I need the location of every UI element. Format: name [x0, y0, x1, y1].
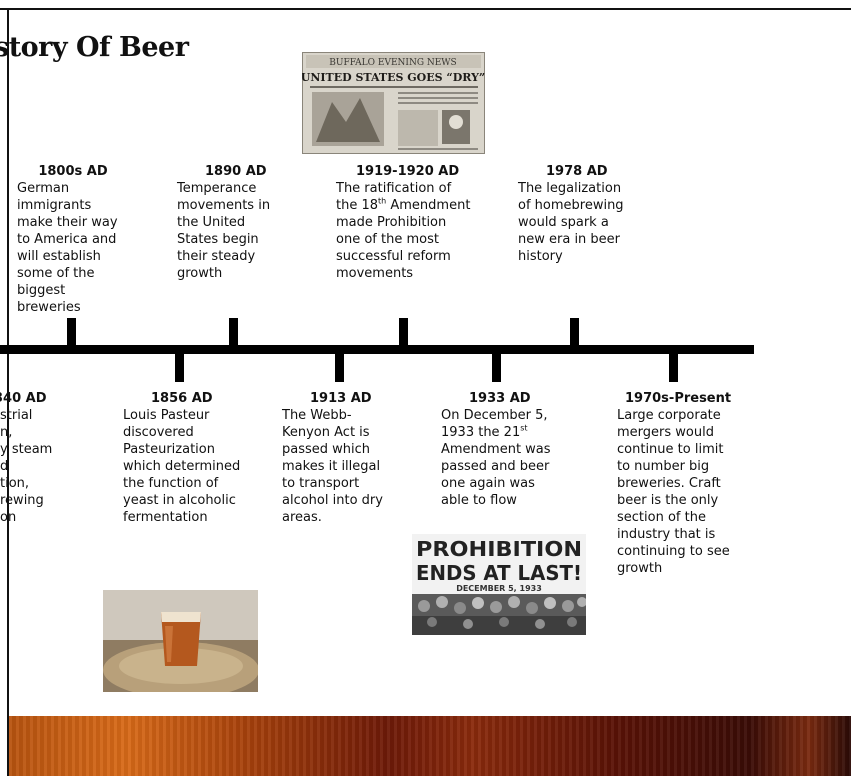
timeline-event-1978: 1978 AD The legalization of homebrewing …: [518, 163, 636, 265]
event-description-line: on: [0, 510, 17, 525]
event-description: On December 5, 1933 the 21st Amendment w…: [441, 407, 559, 509]
newspaper-headline: UNITED STATES GOES “DRY”: [302, 71, 485, 84]
event-description: The ratification of the 18th Amendment m…: [336, 180, 474, 282]
timeline-event-1970s-present: 1970s-Present Large corporate mergers wo…: [617, 390, 733, 577]
event-date: 1970s-Present: [625, 391, 732, 406]
timeline-tick: [175, 350, 184, 382]
event-date: 1978 AD: [546, 164, 608, 179]
timeline-tick: [570, 318, 579, 350]
event-date: 1890 AD: [205, 164, 267, 179]
timeline-tick: [335, 350, 344, 382]
headline-date: DECEMBER 5, 1933: [456, 584, 542, 593]
event-description-line: rewing: [0, 493, 44, 508]
event-text-part: The ratification of the 18: [336, 181, 452, 213]
event-text-part: Amendment made Prohibition one of the mo…: [336, 198, 471, 281]
event-text-part: Amendment was passed and beer one again …: [441, 442, 551, 508]
event-description: Temperance movements in the United State…: [177, 181, 271, 281]
beer-glass-image: [103, 590, 258, 692]
slide-border-top: [0, 8, 851, 10]
event-description-line: strial: [0, 408, 33, 423]
timeline-event-1919-1920: 1919-1920 AD The ratification of the 18t…: [336, 163, 474, 282]
timeline-event-1800s: 1800s AD German immigrants make their wa…: [17, 163, 129, 316]
timeline-event-clipped: 340 AD strial n, y steam d tion, rewing …: [0, 390, 60, 530]
timeline-axis: [0, 345, 754, 354]
timeline-tick: [67, 318, 76, 350]
headline-line-1: PROHIBITION: [416, 537, 582, 561]
event-text-part: On December 5, 1933 the 21: [441, 408, 548, 440]
event-description: German immigrants make their way to Amer…: [17, 181, 118, 315]
prohibition-ends-image: PROHIBITION ENDS AT LAST! DECEMBER 5, 19…: [412, 534, 586, 635]
slide-title: story Of Beer: [0, 32, 189, 63]
event-description-line: tion,: [0, 476, 30, 491]
event-description: The Webb-Kenyon Act is passed which make…: [282, 408, 383, 525]
event-date: 1856 AD: [151, 391, 213, 406]
timeline-tick: [492, 350, 501, 382]
event-date: 1800s AD: [38, 164, 108, 179]
superscript: th: [378, 196, 387, 206]
slide-border-left: [7, 8, 9, 776]
timeline-event-1933: 1933 AD On December 5, 1933 the 21st Ame…: [441, 390, 559, 509]
event-date: 1913 AD: [310, 391, 372, 406]
event-description: Louis Pasteur discovered Pasteurization …: [123, 408, 241, 525]
timeline-event-1890: 1890 AD Temperance movements in the Unit…: [177, 163, 289, 282]
event-description-line: y steam: [0, 442, 53, 457]
timeline-tick: [229, 318, 238, 350]
event-description: The legalization of homebrewing would sp…: [518, 181, 624, 264]
newspaper-masthead: BUFFALO EVENING NEWS: [329, 58, 456, 68]
timeline-event-1913: 1913 AD The Webb-Kenyon Act is passed wh…: [282, 390, 392, 526]
event-date: 1919-1920 AD: [356, 164, 460, 179]
headline-line-2: ENDS AT LAST!: [416, 561, 582, 585]
event-date: 340 AD: [0, 391, 47, 406]
event-date: 1933 AD: [469, 391, 531, 406]
timeline-tick: [399, 318, 408, 350]
event-description: Large corporate mergers would continue t…: [617, 408, 730, 576]
event-description-line: n,: [0, 425, 13, 440]
superscript: st: [520, 423, 528, 433]
footer-texture-band: [9, 716, 851, 776]
timeline-event-1856: 1856 AD Louis Pasteur discovered Pasteur…: [123, 390, 241, 526]
event-description-line: d: [0, 459, 9, 474]
timeline-tick: [669, 350, 678, 382]
newspaper-image: BUFFALO EVENING NEWS UNITED STATES GOES …: [302, 52, 485, 154]
